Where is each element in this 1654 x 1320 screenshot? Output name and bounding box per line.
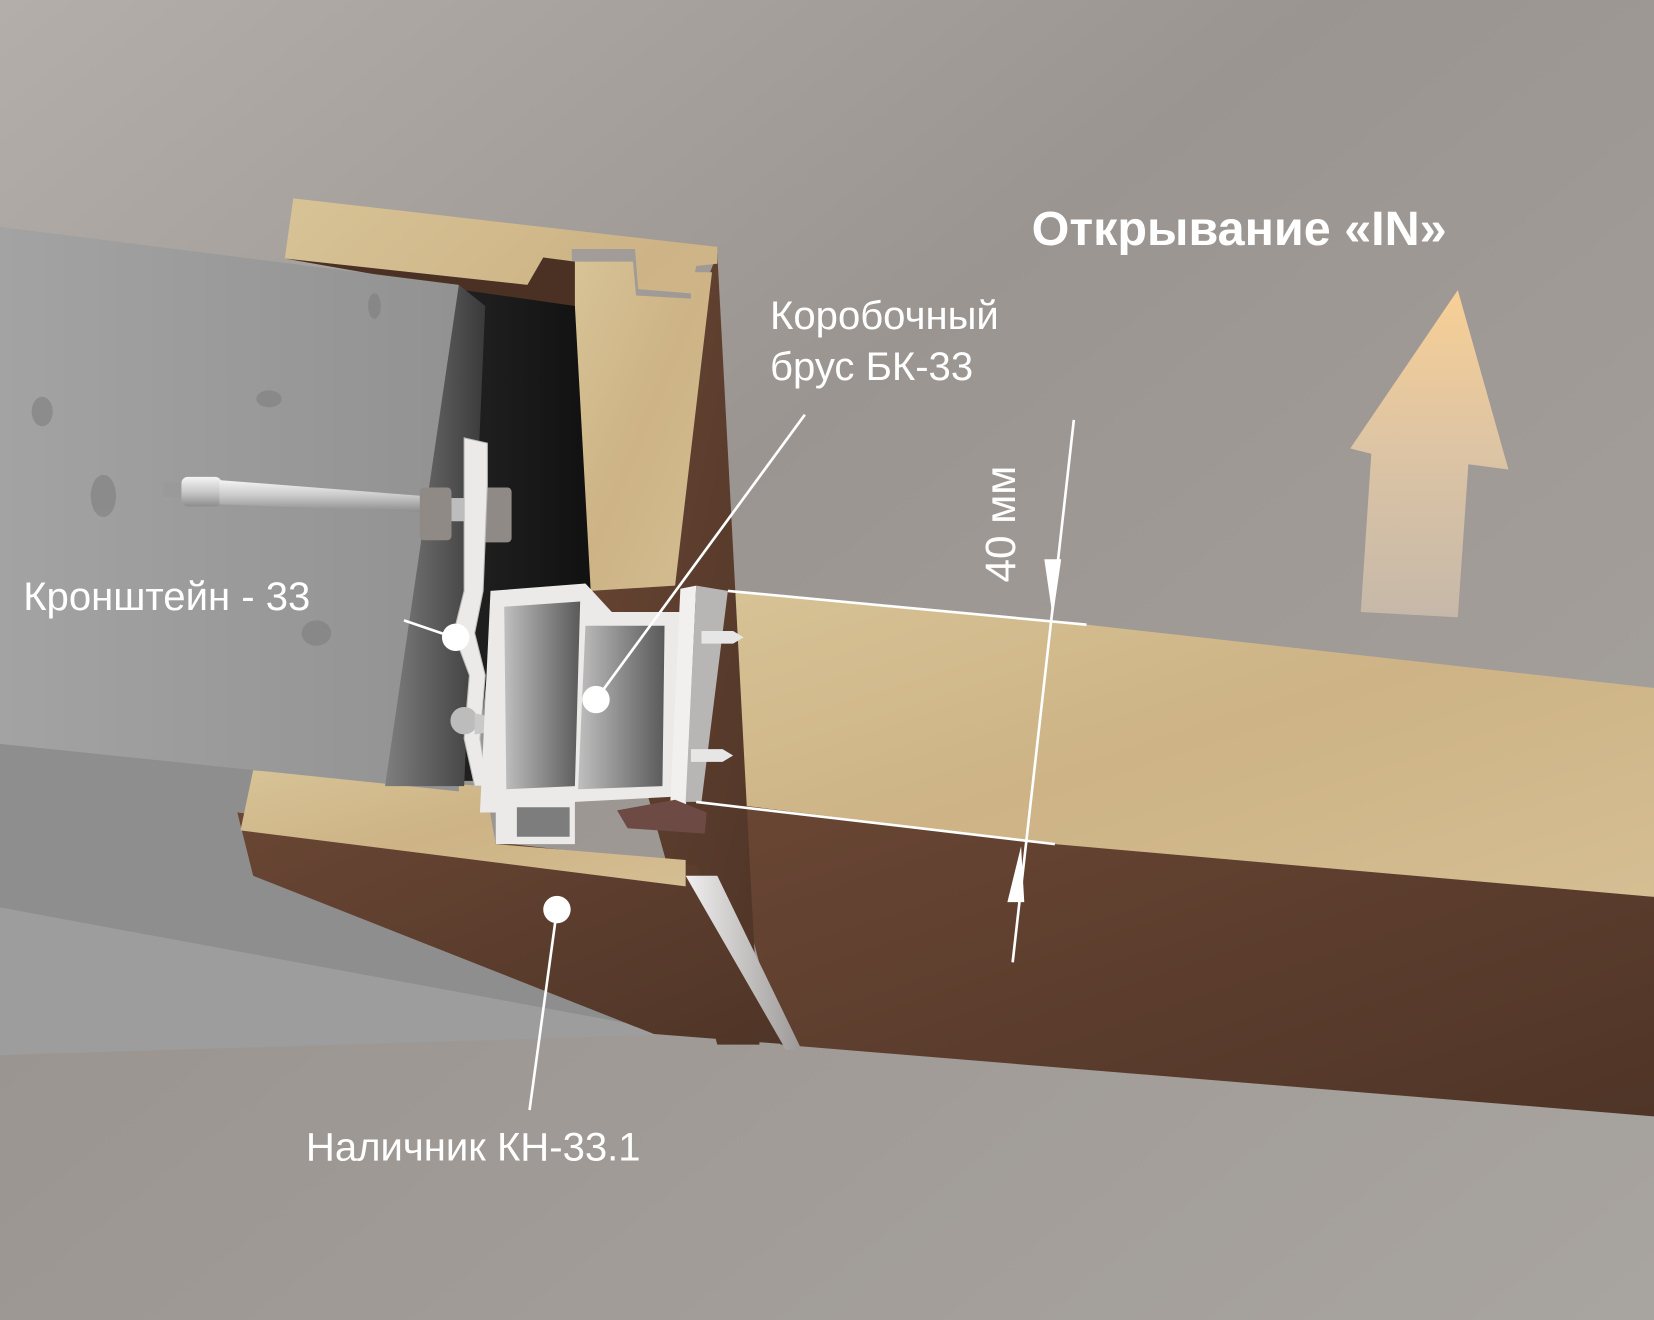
door-leaf-side-wenge [717,801,1654,1117]
wall-block [0,226,459,792]
rubber-seal [617,799,707,834]
trim-aluminum-edge [685,875,802,1050]
dimension-arrow-top-icon [1044,559,1062,618]
aluminum-frame-profile [479,583,744,845]
floor-strip [0,907,686,1056]
frame-beam-label-line1: Коробочный [770,294,999,338]
anchor-bolt [163,476,512,543]
dimension-arrow-bottom-icon [1007,846,1025,903]
frame-top-oak [284,198,718,597]
frame-beam-oak [574,261,713,591]
trim-marker-dot [543,895,571,924]
frame-beam-label-line2: брус БК-33 [770,345,973,389]
dimension-label: 40 мм [977,466,1024,583]
trim-label: Наличник КН-33.1 [306,1126,641,1170]
up-arrow-icon [1350,290,1509,618]
frame-beam-marker-dot [582,685,610,714]
door-leaf-oak [696,588,1654,897]
wall-texture [31,293,381,646]
dimension-lines [696,419,1087,963]
opening-direction-title: Открывание «IN» [1032,202,1447,256]
bracket-marker-dot [441,623,470,652]
bracket-label: Кронштейн - 33 [23,575,310,619]
trim-oak-strip [240,770,686,887]
